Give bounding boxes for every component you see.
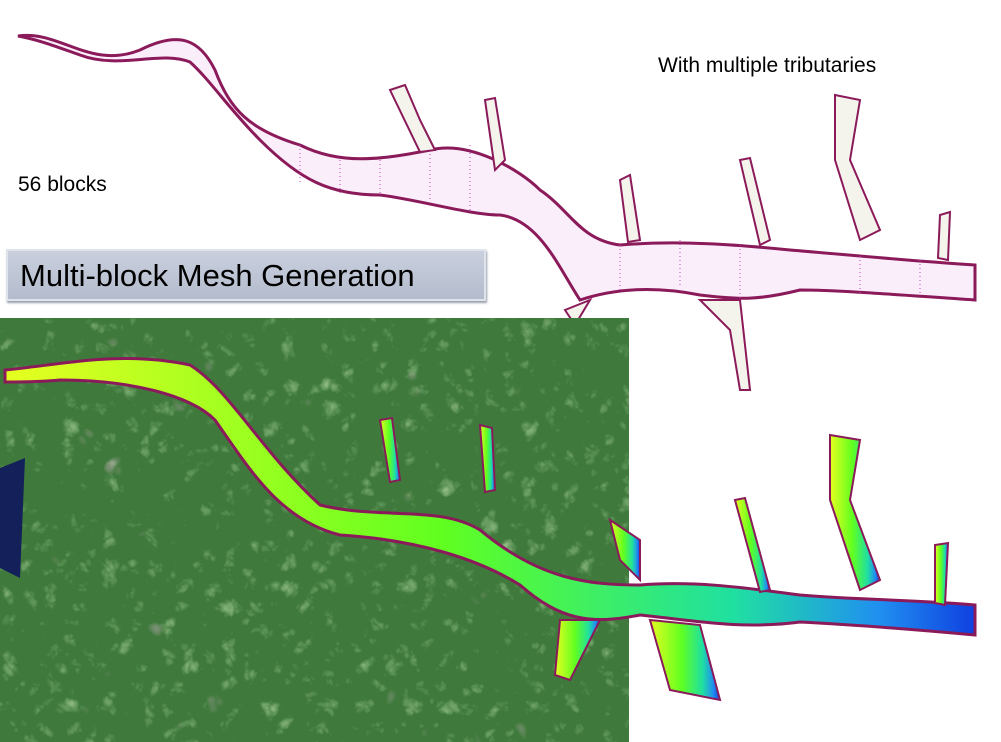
mesh-tributaries: [378, 416, 950, 702]
block-count-label: 56 blocks: [18, 173, 107, 196]
title-box: Multi-block Mesh Generation: [6, 249, 486, 301]
mesh-grid-lines: [299, 145, 921, 298]
mesh-river-body: [3, 357, 977, 637]
block-mesh-outline-diagram: [17, 33, 977, 391]
satellite-image: [0, 318, 629, 742]
satellite-texture: [0, 318, 629, 742]
subtitle-label: With multiple tributaries: [658, 54, 877, 77]
tributary-blocks: [388, 83, 952, 391]
slide-title: Multi-block Mesh Generation: [20, 258, 415, 293]
